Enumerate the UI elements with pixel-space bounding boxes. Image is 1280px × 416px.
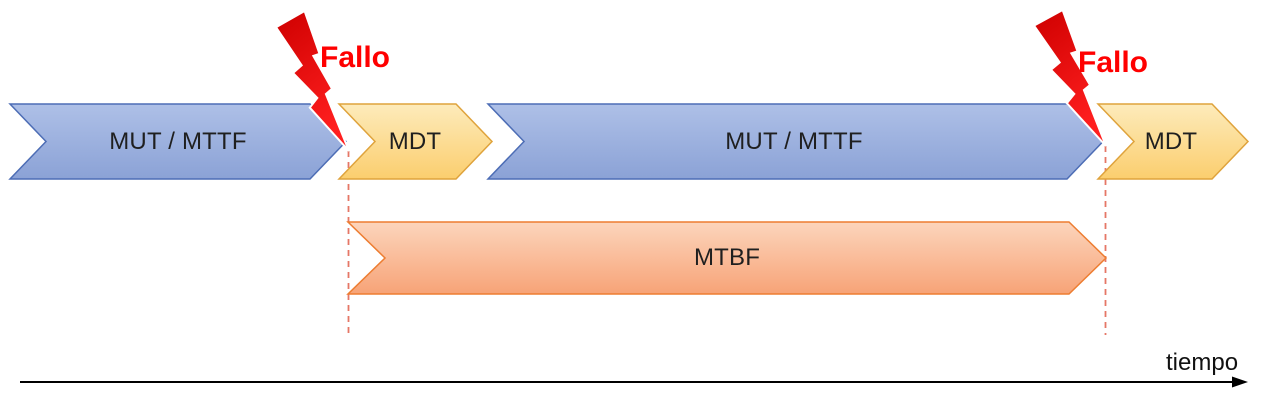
uptime-label-1: MUT / MTTF <box>109 128 247 155</box>
mtbf-chevron <box>346 221 1108 295</box>
time-axis-label: tiempo <box>1166 349 1239 376</box>
downtime-chevron-1 <box>337 103 494 180</box>
downtime-label-1: MDT <box>388 128 442 155</box>
failure-label-1: Fallo <box>320 41 391 74</box>
lightning-bolt-icon-1 <box>274 9 350 152</box>
lightning-bolt-icon-2 <box>1032 8 1107 147</box>
uptime-label-2: MUT / MTTF <box>725 128 863 155</box>
time-axis-arrowhead-icon <box>1232 376 1248 388</box>
failure-label-2: Fallo <box>1078 46 1149 79</box>
downtime-label-2: MDT <box>1144 128 1198 155</box>
downtime-chevron-2 <box>1096 103 1250 180</box>
uptime-chevron-1 <box>8 103 348 180</box>
mtbf-label: MTBF <box>693 244 761 271</box>
